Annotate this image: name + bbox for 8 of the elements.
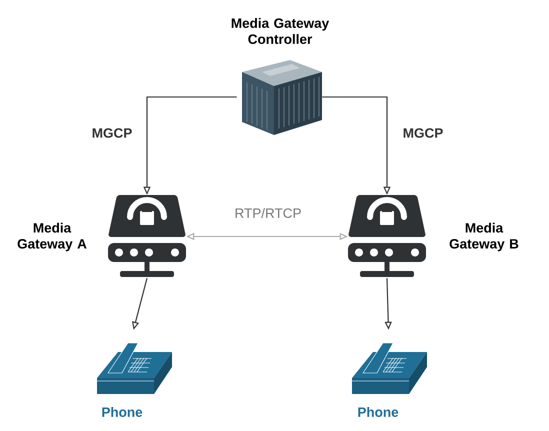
edge-label: MGCP	[402, 127, 444, 139]
icon-caption: Media Gateway Controller	[232, 18, 330, 44]
icon-caption: Media Gateway B	[450, 222, 518, 252]
icon-caption: Phone	[358, 407, 398, 417]
edge-label: RTP/RTCP	[234, 207, 302, 219]
icon-caption: Media Gateway A	[18, 222, 87, 252]
edge-label: MGCP	[90, 127, 134, 139]
icon-caption: Phone	[102, 407, 142, 417]
